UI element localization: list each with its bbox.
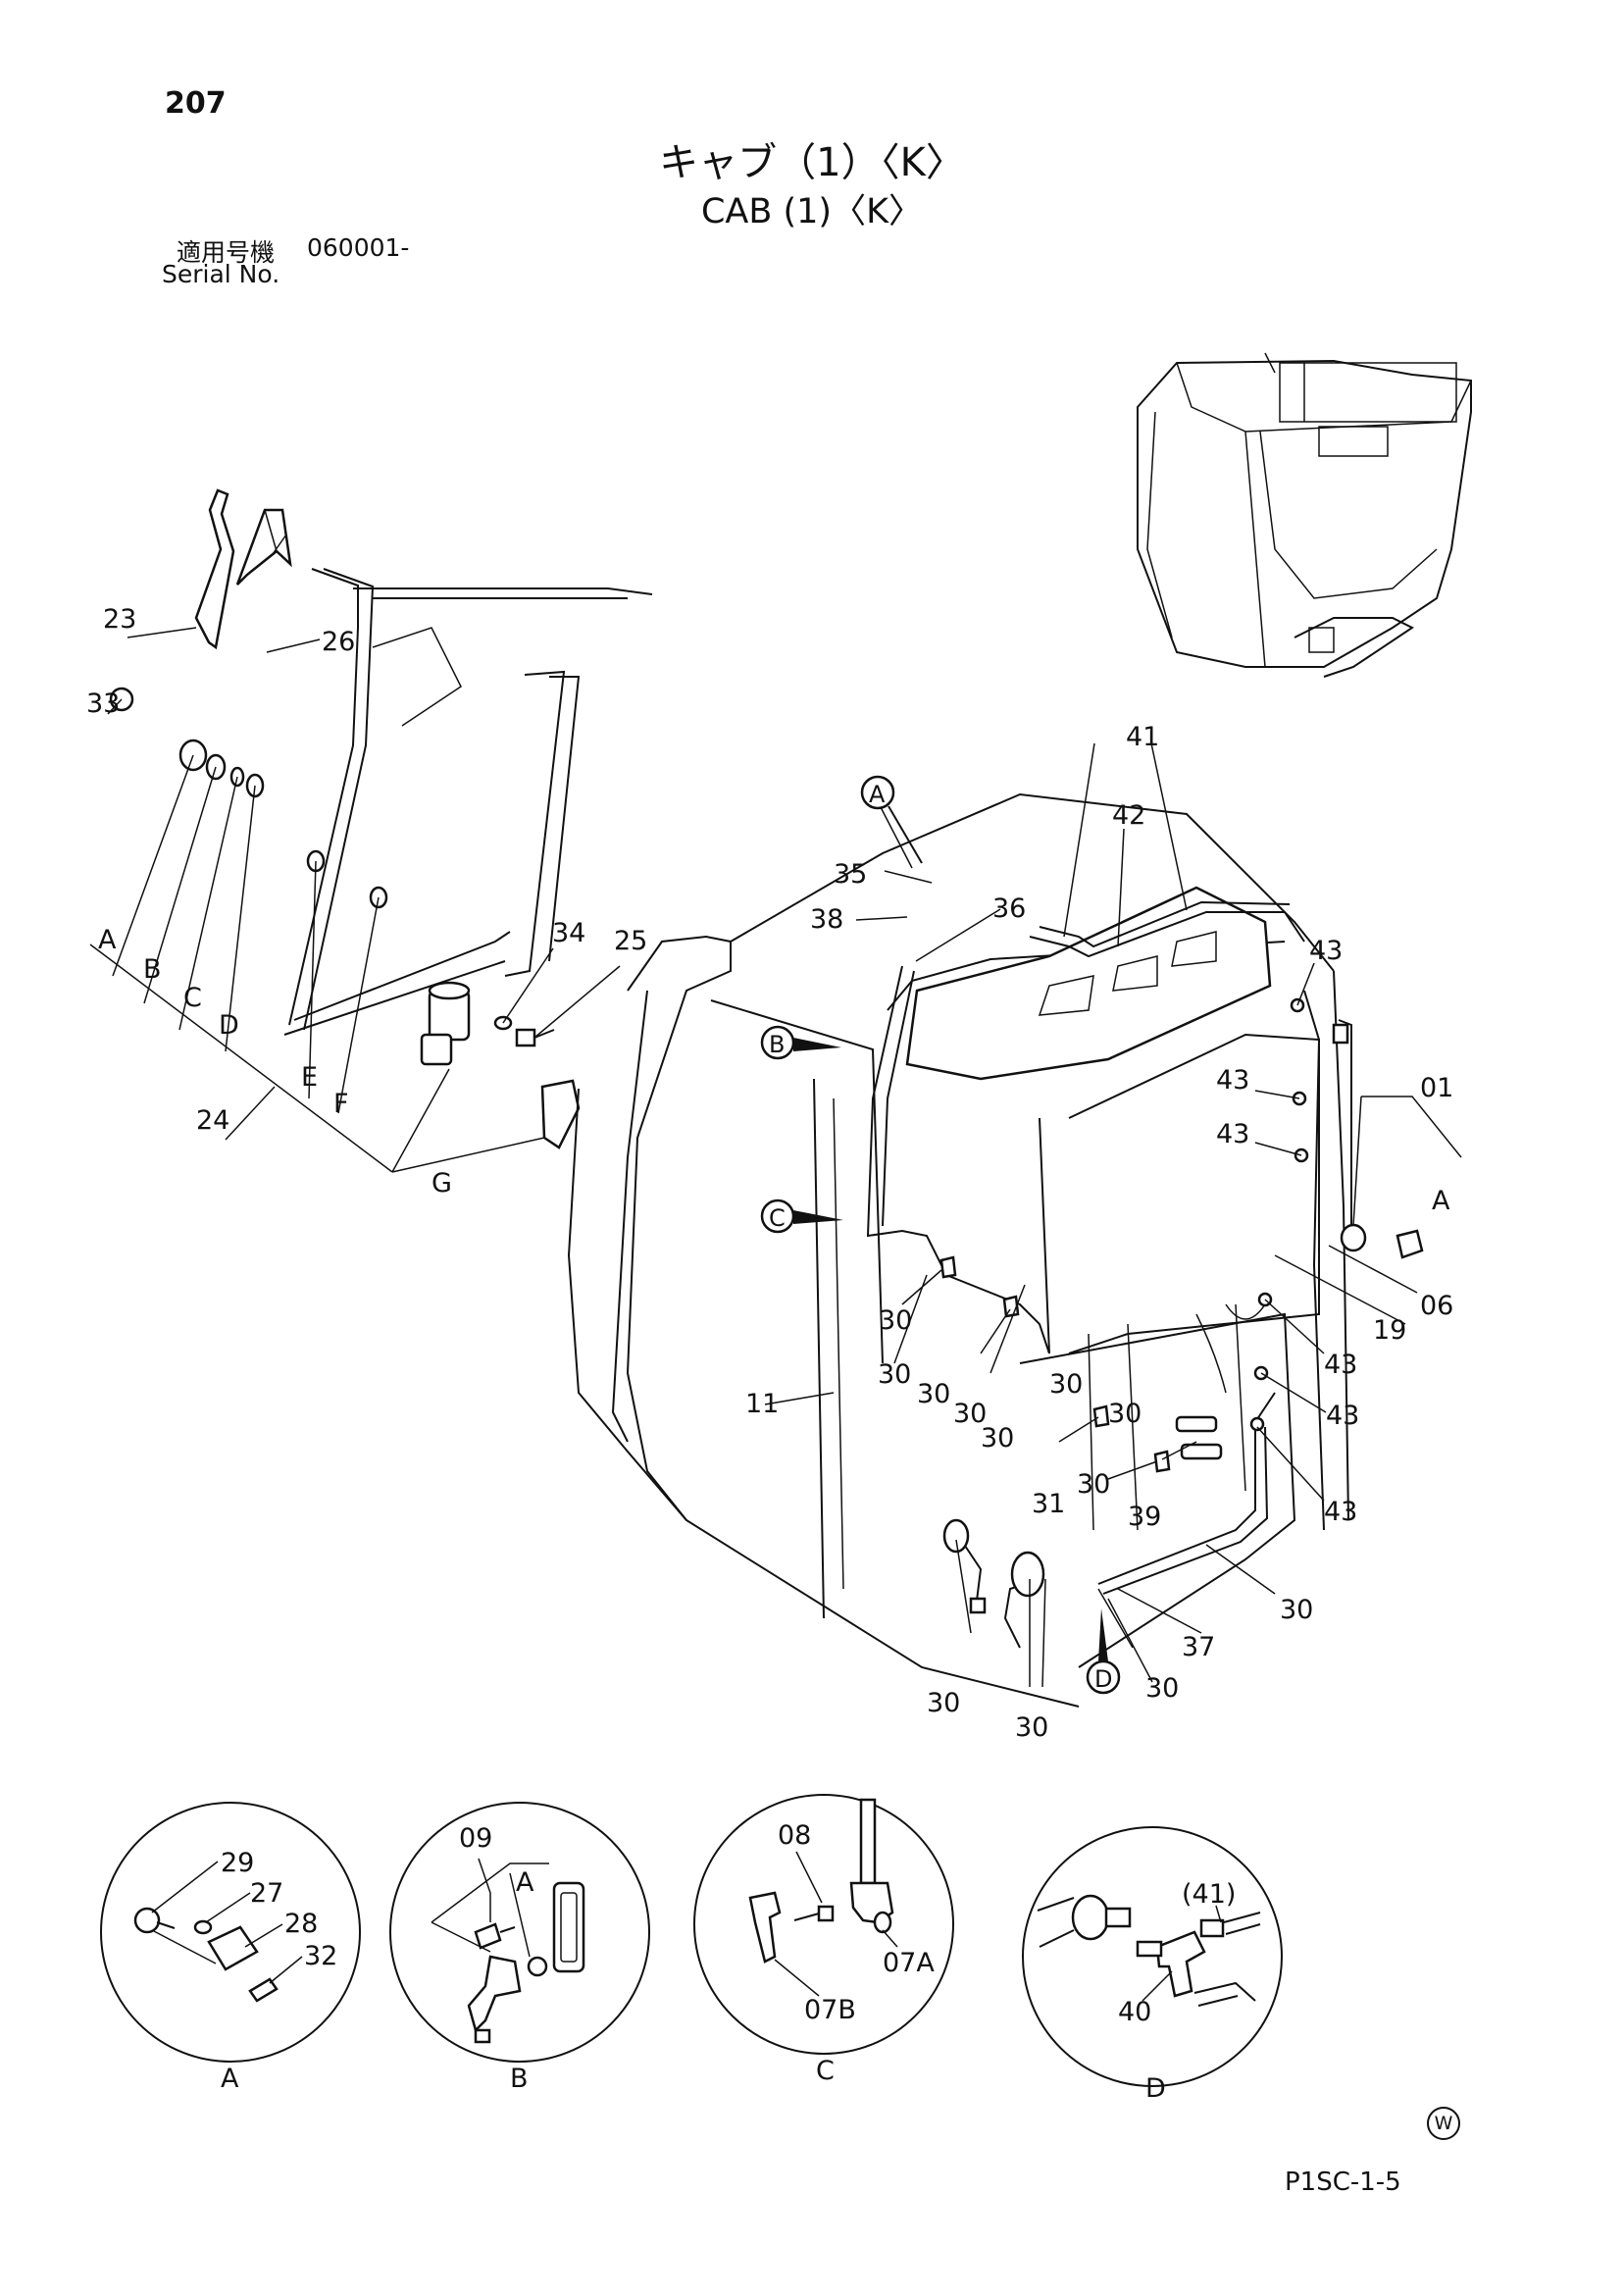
callout-34: 34 bbox=[552, 918, 585, 948]
callout-label-D: D bbox=[219, 1010, 239, 1041]
title-japanese: キャブ（1）〈K〉 bbox=[659, 140, 965, 185]
figure-code: P1SC-1-5 bbox=[1285, 2168, 1401, 2197]
detail-B-part-A: A bbox=[516, 1867, 534, 1898]
callout-30-k: 30 bbox=[1049, 1369, 1083, 1400]
detail-view-C: 08 07A 07B C bbox=[693, 1794, 954, 2086]
detail-view-A: 29 27 28 32 A bbox=[100, 1802, 361, 2094]
main-cab-illustration bbox=[567, 792, 1424, 1708]
callout-30-f: 30 bbox=[1077, 1469, 1110, 1500]
svg-text:D: D bbox=[1094, 1665, 1112, 1693]
callout-label-A: A bbox=[98, 925, 117, 955]
callout-label-E: E bbox=[301, 1062, 318, 1093]
callout-30-b: 30 bbox=[878, 1359, 911, 1390]
callout-30-j: 30 bbox=[1015, 1712, 1048, 1743]
marker-D: D bbox=[1086, 1608, 1121, 1695]
detail-A-label: A bbox=[221, 2064, 239, 2094]
callout-43-a: 43 bbox=[1309, 936, 1343, 966]
marker-B: B bbox=[760, 1025, 841, 1060]
detail-C-label: C bbox=[816, 2056, 835, 2086]
detail-A-part-27: 27 bbox=[250, 1878, 283, 1909]
detail-A-part-32: 32 bbox=[304, 1941, 337, 1971]
callout-06: 06 bbox=[1420, 1291, 1453, 1321]
callout-37: 37 bbox=[1182, 1632, 1215, 1662]
svg-text:A: A bbox=[869, 781, 886, 808]
leader-lines bbox=[89, 627, 1462, 1688]
callout-23: 23 bbox=[103, 604, 136, 635]
marker-A: A bbox=[860, 775, 923, 864]
callout-36: 36 bbox=[992, 893, 1026, 924]
callout-label-G: G bbox=[431, 1168, 452, 1199]
callout-26: 26 bbox=[322, 627, 355, 657]
callout-30-i: 30 bbox=[927, 1688, 960, 1718]
detail-view-B: 09 A B bbox=[389, 1802, 650, 2094]
callout-19: 19 bbox=[1373, 1315, 1406, 1346]
detail-D-part-41-ref: (41) bbox=[1182, 1879, 1236, 1910]
detail-D-part-40: 40 bbox=[1118, 1997, 1151, 2027]
callout-01: 01 bbox=[1420, 1073, 1453, 1103]
callout-30-h: 30 bbox=[1145, 1673, 1179, 1704]
callout-42: 42 bbox=[1112, 800, 1145, 831]
callout-label-F: F bbox=[333, 1089, 349, 1119]
detail-view-D: (41) 40 D bbox=[1022, 1826, 1283, 2104]
w-circle-mark: W bbox=[1427, 2107, 1460, 2140]
callout-label-B: B bbox=[143, 954, 162, 985]
serial-number-value: 060001- bbox=[307, 233, 410, 262]
callout-30-g: 30 bbox=[1280, 1595, 1313, 1625]
callout-35: 35 bbox=[834, 859, 867, 890]
callout-label-C: C bbox=[183, 983, 202, 1013]
marker-C: C bbox=[760, 1199, 843, 1234]
callout-25: 25 bbox=[614, 926, 647, 956]
svg-text:C: C bbox=[769, 1204, 786, 1232]
serial-label-english: Serial No. bbox=[162, 260, 280, 288]
callout-30-d: 30 bbox=[953, 1399, 987, 1429]
callout-label-A-right: A bbox=[1432, 1186, 1450, 1216]
svg-text:B: B bbox=[769, 1031, 785, 1058]
callout-24: 24 bbox=[196, 1105, 229, 1136]
wiper-assembly-illustration bbox=[109, 488, 653, 1149]
callout-43-e: 43 bbox=[1326, 1401, 1359, 1431]
callout-43-d: 43 bbox=[1324, 1350, 1357, 1380]
callout-43-f: 43 bbox=[1324, 1497, 1357, 1527]
callout-30-a: 30 bbox=[879, 1305, 912, 1336]
detail-B-label: B bbox=[510, 2064, 529, 2094]
detail-A-part-28: 28 bbox=[284, 1909, 318, 1939]
callout-30-e: 30 bbox=[981, 1423, 1014, 1454]
detail-C-part-08: 08 bbox=[778, 1820, 811, 1851]
title-english: CAB (1)〈K〉 bbox=[700, 192, 924, 231]
page-number: 207 bbox=[165, 86, 227, 121]
callout-38: 38 bbox=[810, 904, 843, 935]
callout-41: 41 bbox=[1126, 722, 1159, 752]
detail-A-part-29: 29 bbox=[221, 1848, 254, 1878]
callout-30-l: 30 bbox=[1108, 1399, 1142, 1429]
callout-39: 39 bbox=[1128, 1502, 1161, 1532]
callout-31: 31 bbox=[1032, 1489, 1065, 1519]
callout-labels: 23 26 33 34 25 24 A B C D E F G 41 42 35… bbox=[86, 604, 1453, 1743]
overview-cab-illustration bbox=[1137, 352, 1472, 678]
detail-B-part-09: 09 bbox=[459, 1823, 492, 1854]
detail-D-label: D bbox=[1145, 2073, 1166, 2104]
callout-43-b: 43 bbox=[1216, 1065, 1249, 1096]
callout-11: 11 bbox=[745, 1389, 779, 1419]
detail-C-part-07A: 07A bbox=[883, 1948, 935, 1978]
detail-C-part-07B: 07B bbox=[804, 1995, 856, 2025]
callout-43-c: 43 bbox=[1216, 1119, 1249, 1149]
callout-33: 33 bbox=[86, 689, 120, 719]
serial-label-japanese: 適用号機 bbox=[177, 238, 276, 267]
callout-30-c: 30 bbox=[917, 1379, 950, 1409]
detail-markers: A B C D bbox=[760, 775, 1121, 1695]
